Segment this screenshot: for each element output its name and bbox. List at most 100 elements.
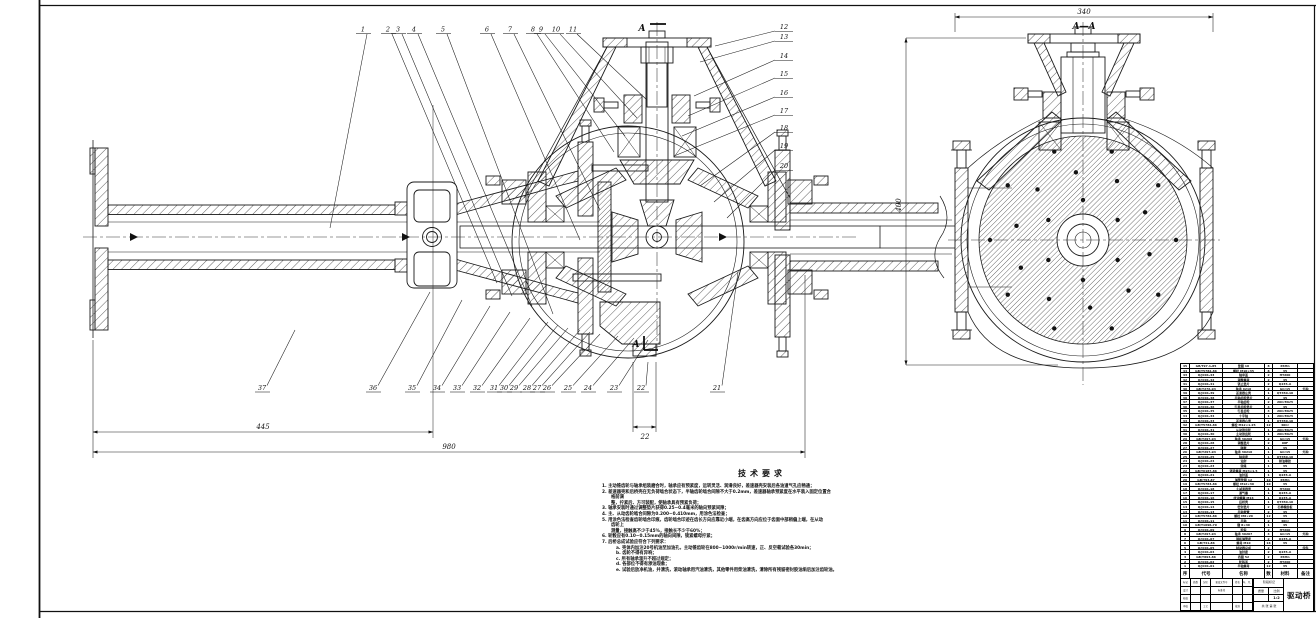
bom-cell: HT200 bbox=[1273, 559, 1298, 565]
bom-cell: 钢板弹簧座 bbox=[1223, 536, 1265, 542]
bom-cell: HT200 bbox=[1273, 486, 1298, 492]
bom-cell: Q/JC01-34 bbox=[1190, 414, 1223, 419]
bom-cell: 31 bbox=[1181, 427, 1190, 433]
bom-cell: Q/JC01-28 bbox=[1190, 441, 1223, 446]
bom-cell: GB/T5783-86 bbox=[1190, 482, 1223, 487]
bom-cell: GCr15 bbox=[1273, 436, 1298, 442]
bolt-dot bbox=[1156, 292, 1161, 297]
bom-cell: 锁紧螺母 M24×1.5 bbox=[1223, 468, 1265, 474]
tech-line: e. 试验后放净机油，并清洗，滚动轴承用汽油清洗，其他零件用柴油清洗，清除所有残… bbox=[616, 567, 837, 573]
callout-13: 13 bbox=[780, 33, 788, 41]
title-block-cell: 标准化 bbox=[1211, 587, 1233, 595]
bom-cell: 35 bbox=[1273, 464, 1298, 469]
bom-cell bbox=[1298, 400, 1313, 405]
bom-cell: 41 bbox=[1181, 382, 1190, 387]
bom-cell: 30 bbox=[1181, 432, 1190, 437]
bom-cell: Q/JC01-25 bbox=[1190, 454, 1223, 460]
bom-cell: QT450-10 bbox=[1273, 391, 1298, 396]
bolt-dot bbox=[1073, 170, 1079, 175]
dim-445: 445 bbox=[255, 423, 270, 431]
bom-cell bbox=[1298, 478, 1313, 483]
bom-cell: 1 bbox=[1265, 473, 1273, 478]
title-block-cell bbox=[1201, 587, 1211, 595]
bom-cell bbox=[1298, 500, 1313, 505]
bom-cell: 半轴 bbox=[1223, 518, 1265, 524]
pinion-tower-side bbox=[976, 26, 1192, 191]
sheet-count: 共 张 第 张 bbox=[1261, 604, 1277, 608]
bom-cell: 19 bbox=[1181, 482, 1190, 487]
bom-cell: 螺栓 M8×20 bbox=[1223, 514, 1265, 519]
bom-cell bbox=[1298, 432, 1313, 437]
bom-cell: GB/T5782-86 bbox=[1190, 368, 1223, 374]
bom-cell: GB/T276-94 bbox=[1190, 386, 1223, 392]
callout-18: 18 bbox=[780, 124, 788, 132]
bom-cell: 1 bbox=[1265, 491, 1273, 496]
callout-10: 10 bbox=[552, 26, 560, 34]
bolt-dot bbox=[1147, 251, 1152, 257]
callout-17: 17 bbox=[780, 107, 789, 115]
callout-23: 23 bbox=[609, 384, 618, 392]
tech-line: b. 齿轮不得有异响； bbox=[616, 551, 657, 557]
callout-7: 7 bbox=[508, 26, 513, 34]
bom-cell bbox=[1298, 459, 1313, 465]
bom-cell: GB/T41-86 bbox=[1190, 541, 1223, 546]
callout-2: 2 bbox=[385, 26, 390, 34]
bom-cell: Q/JC01-05 bbox=[1190, 545, 1223, 551]
bolt-dot bbox=[1156, 183, 1161, 188]
bom-cell: HT200 bbox=[1273, 527, 1298, 533]
bom-cell: 42 bbox=[1181, 377, 1190, 383]
bom-cell: 轴承座 bbox=[1223, 454, 1265, 460]
bom-cell: 1 bbox=[1265, 450, 1273, 455]
callout-8: 8 bbox=[531, 26, 535, 34]
bom-cell: 2 bbox=[1265, 559, 1273, 565]
callout-3: 3 bbox=[396, 26, 400, 34]
title-block-row: 设计标准化 bbox=[1181, 587, 1253, 595]
bom-cell bbox=[1298, 473, 1313, 478]
bolt-dot bbox=[1052, 326, 1057, 331]
bom-cell: 行星齿轮垫片 bbox=[1223, 404, 1265, 410]
bom-cell: Q/JC01-33 bbox=[1190, 418, 1223, 424]
bom-cell: GB/T297-94 bbox=[1190, 532, 1223, 537]
bom-cell: 12 bbox=[1265, 514, 1273, 519]
title-block-cell bbox=[1243, 603, 1253, 611]
bom-cell: Q/JC01-30 bbox=[1190, 432, 1223, 437]
bom-cell bbox=[1298, 491, 1313, 496]
title-block-cell: 工艺 bbox=[1201, 603, 1211, 611]
bom-cell: Q235-A bbox=[1273, 382, 1298, 387]
bom-cell: Q/JC01-21 bbox=[1190, 473, 1223, 478]
bom-cell: 1 bbox=[1265, 418, 1273, 424]
bom-cell: 40 bbox=[1181, 386, 1190, 392]
bom-cell: Q/JC01-14 bbox=[1190, 504, 1223, 510]
bom-cell: Q/JC01-13 bbox=[1190, 509, 1223, 515]
bom-header-cell: 数量 bbox=[1265, 568, 1273, 581]
bom-cell bbox=[1298, 550, 1313, 555]
callout-16: 16 bbox=[780, 89, 788, 97]
callout-31: 31 bbox=[490, 384, 498, 392]
bom-cell: 65Mn bbox=[1273, 554, 1298, 560]
bom-cell: 1 bbox=[1265, 464, 1273, 469]
bom-cell bbox=[1298, 419, 1313, 424]
bom-cell: Q/JC01-16 bbox=[1190, 495, 1223, 501]
bom-cell: 组件 bbox=[1298, 546, 1313, 551]
dim-980: 980 bbox=[442, 443, 456, 451]
bom-cell: 外购 bbox=[1298, 437, 1313, 442]
bom-cell bbox=[1298, 523, 1313, 528]
bom-cell: 从动锥齿轮 bbox=[1223, 427, 1265, 433]
bom-cell: 40Cr bbox=[1273, 423, 1298, 428]
scale-value: 1:2 bbox=[1269, 595, 1284, 602]
callout-11: 11 bbox=[569, 26, 577, 34]
bom-cell bbox=[1298, 519, 1313, 524]
bom-cell: Q235-A bbox=[1273, 491, 1298, 496]
centerlines bbox=[83, 22, 858, 350]
bom-cell: 2 bbox=[1265, 377, 1273, 383]
bom-cell: 7 bbox=[1181, 536, 1190, 542]
